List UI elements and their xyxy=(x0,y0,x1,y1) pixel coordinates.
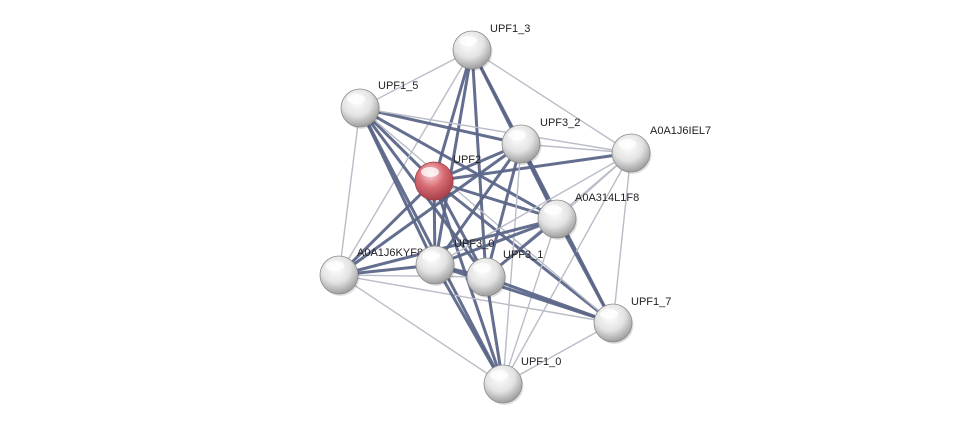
node-A0A314L1F8[interactable]: A0A314L1F8 xyxy=(537,192,639,240)
node-UPF3_1[interactable]: UPF3_1 xyxy=(466,249,543,298)
node-label-UPF1_3: UPF1_3 xyxy=(490,23,530,35)
edge-UPF3_0-UPF1_0 xyxy=(433,263,505,386)
edge-UPF1_3-UPF3_0 xyxy=(433,48,474,267)
edge-UPF3_2-UPF3_0 xyxy=(433,142,523,267)
edge-UPF3_2-A0A1J6KYF8 xyxy=(337,142,523,277)
edge-A0A314L1F8-A0A1J6KYF8 xyxy=(337,217,559,277)
edge-UPF1_7-UPF1_0 xyxy=(502,322,614,385)
node-highlight xyxy=(618,139,636,149)
node-A0A1J6KYF8[interactable]: A0A1J6KYF8 xyxy=(319,247,423,296)
edge-UPF2-UPF1_3 xyxy=(432,48,474,183)
node-highlight xyxy=(421,167,439,177)
node-highlight xyxy=(473,263,491,273)
edge-UPF1_5-UPF3_2 xyxy=(358,106,523,146)
edge-UPF2-A0A1J6KYF8 xyxy=(337,179,436,277)
edge-UPF2-UPF1_7 xyxy=(432,179,615,325)
edge-A0A1J6KYF8-UPF1_0 xyxy=(338,274,504,385)
edge-UPF2-A0A314L1F8 xyxy=(432,179,559,221)
node-UPF1_5[interactable]: UPF1_5 xyxy=(340,80,418,129)
node-label-A0A1J6IEL7: A0A1J6IEL7 xyxy=(650,125,711,137)
edge-UPF3_2-UPF1_0 xyxy=(502,143,522,385)
nodes-layer: UPF1_3UPF1_5UPF3_2A0A1J6IEL7UPF2A0A314L1… xyxy=(319,23,711,405)
node-label-A0A1J6KYF8: A0A1J6KYF8 xyxy=(357,247,423,259)
edge-UPF1_5-A0A314L1F8 xyxy=(358,106,559,221)
node-highlight xyxy=(326,261,344,271)
edge-UPF3_2-UPF3_1 xyxy=(484,142,523,279)
node-UPF3_0[interactable]: UPF3_0 xyxy=(415,238,494,286)
node-label-UPF1_0: UPF1_0 xyxy=(521,356,561,368)
node-label-A0A314L1F8: A0A314L1F8 xyxy=(575,192,639,204)
node-highlight xyxy=(347,94,365,104)
edge-UPF1_5-UPF1_7 xyxy=(359,107,614,324)
edge-UPF1_3-A0A1J6IEL7 xyxy=(471,49,632,154)
edge-A0A1J6KYF8-UPF1_7 xyxy=(338,274,614,324)
edge-A0A1J6IEL7-UPF1_7 xyxy=(612,152,632,324)
node-UPF2[interactable]: UPF2 xyxy=(414,154,481,202)
edge-A0A1J6KYF8-UPF3_1 xyxy=(338,274,487,278)
node-label-UPF3_2: UPF3_2 xyxy=(540,117,580,129)
edge-UPF1_5-A0A1J6KYF8 xyxy=(338,107,361,276)
node-UPF3_2[interactable]: UPF3_2 xyxy=(501,117,580,165)
edge-A0A1J6IEL7-UPF3_0 xyxy=(434,152,632,266)
node-highlight xyxy=(422,251,440,261)
node-label-UPF2: UPF2 xyxy=(453,154,481,166)
node-highlight xyxy=(544,205,562,215)
node-label-UPF1_7: UPF1_7 xyxy=(631,296,671,308)
edge-A0A314L1F8-UPF1_7 xyxy=(555,217,615,325)
edge-A0A314L1F8-UPF3_0 xyxy=(433,217,559,267)
edge-UPF1_3-A0A1J6KYF8 xyxy=(338,49,473,276)
node-highlight xyxy=(508,130,526,140)
node-label-UPF3_1: UPF3_1 xyxy=(503,249,543,261)
node-label-UPF3_0: UPF3_0 xyxy=(454,238,494,250)
node-highlight xyxy=(490,370,508,380)
node-UPF1_3[interactable]: UPF1_3 xyxy=(452,23,530,71)
edges-layer xyxy=(337,48,633,386)
edge-A0A1J6IEL7-UPF1_0 xyxy=(502,152,632,385)
edge-UPF1_3-UPF1_5 xyxy=(359,49,473,109)
node-highlight xyxy=(459,36,477,46)
node-highlight xyxy=(600,309,618,319)
node-UPF1_7[interactable]: UPF1_7 xyxy=(593,296,671,344)
node-label-UPF1_5: UPF1_5 xyxy=(378,80,418,92)
edge-A0A314L1F8-UPF1_0 xyxy=(502,218,558,385)
node-A0A1J6IEL7[interactable]: A0A1J6IEL7 xyxy=(611,125,711,174)
edge-UPF3_1-UPF1_7 xyxy=(484,275,615,325)
edge-UPF1_5-A0A1J6IEL7 xyxy=(359,107,632,154)
node-UPF1_0[interactable]: UPF1_0 xyxy=(483,356,561,405)
